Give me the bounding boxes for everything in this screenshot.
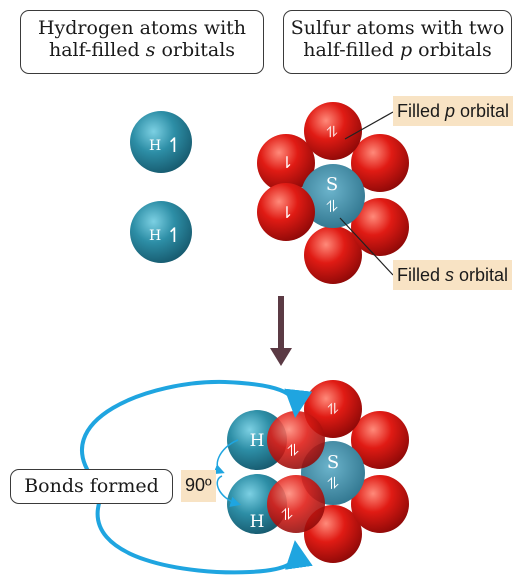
- callout-line-1: Hydrogen atoms with: [37, 17, 247, 39]
- callout-line-1: Sulfur atoms with two: [290, 17, 505, 39]
- electron-arrow: ↿: [166, 133, 183, 157]
- filled-s-orbital-label: Filled s orbital: [393, 260, 513, 290]
- callout-line-2: half-filled s orbitals: [48, 39, 236, 61]
- process-arrow-head: [270, 348, 292, 366]
- angle-arrow-upper: [213, 439, 239, 475]
- bond-arrow-lower: [95, 499, 313, 575]
- electron-arrow: ⇂: [280, 203, 293, 222]
- bonds-formed-callout: Bonds formed: [10, 469, 173, 504]
- hydrogen-symbol: H: [250, 431, 265, 451]
- electron-pair-arrow: ⥮: [327, 123, 338, 141]
- angle-arrow-lower: [216, 475, 241, 507]
- filled-s-leader-line: [339, 217, 394, 276]
- h2s-molecule: [227, 380, 409, 563]
- bond-arrow-upper: [80, 379, 313, 483]
- hydrogen-atoms-callout: Hydrogen atoms with half-filled s orbita…: [20, 10, 264, 74]
- filled-p-leader-line: [344, 111, 394, 140]
- sulfur-symbol: S: [327, 452, 339, 473]
- electron-arrow: ⇂: [280, 153, 293, 172]
- callout-line-2: half-filled p orbitals: [303, 39, 492, 61]
- hydrogen-symbol: H: [250, 512, 265, 532]
- sulfur-atom-top: [257, 102, 409, 284]
- electron-pair-arrow: ⥮: [281, 505, 293, 524]
- electron-arrow: ↿: [166, 223, 183, 247]
- electron-pair-arrow: ⥮: [328, 400, 339, 418]
- hydrogen-symbol: H: [149, 138, 161, 154]
- hydrogen-atom-top: [130, 111, 192, 173]
- electron-pair-arrow: ⥮: [327, 474, 339, 493]
- electron-pair-arrow: ⥮: [326, 197, 338, 216]
- electron-pair-arrow: ⥮: [287, 441, 299, 460]
- filled-p-orbital-label: Filled p orbital: [393, 96, 514, 126]
- sulfur-atoms-callout: Sulfur atoms with two half-filled p orbi…: [283, 10, 512, 74]
- sulfur-symbol: S: [326, 174, 338, 195]
- hydrogen-atom-bottom: [130, 201, 192, 263]
- hydrogen-symbol: H: [149, 228, 161, 244]
- bond-angle-label: 90º: [181, 470, 216, 502]
